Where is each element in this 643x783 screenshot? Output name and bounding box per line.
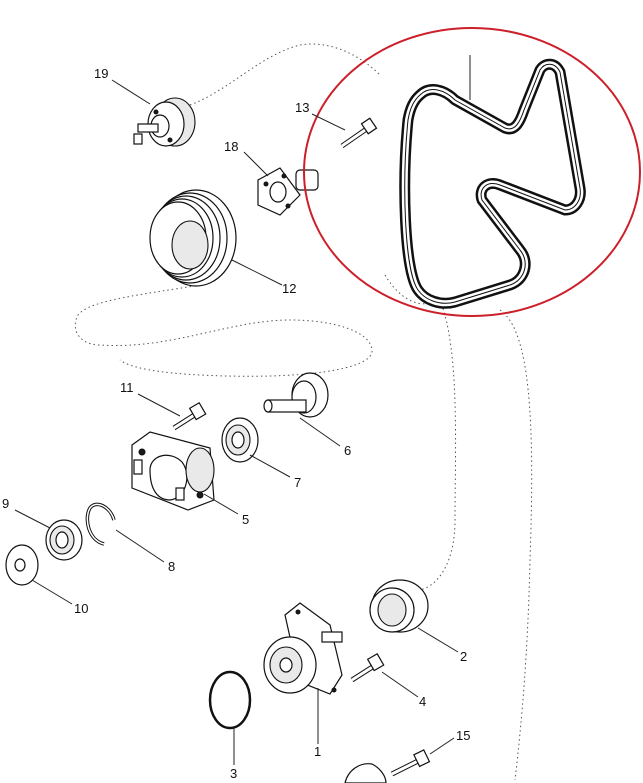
callout-7: 7 <box>294 475 301 490</box>
leader-lines <box>14 79 459 765</box>
callout-19: 19 <box>94 66 108 81</box>
callout-3: 3 <box>230 766 237 781</box>
part-6-shaft <box>263 372 329 418</box>
callout-18: 18 <box>224 139 238 154</box>
part-8-snap-ring <box>85 502 116 546</box>
part-7-bearing <box>221 417 259 463</box>
callout-6: 6 <box>344 443 351 458</box>
callout-2: 2 <box>460 649 467 664</box>
part-18-hub <box>257 167 319 216</box>
part-3-o-ring <box>208 670 252 730</box>
part-10-washer <box>5 544 39 586</box>
callout-13: 13 <box>295 100 309 115</box>
callout-12: 12 <box>282 281 296 296</box>
part-4-bolt <box>350 652 385 683</box>
part-15-bolt <box>390 749 431 777</box>
part-11-bolt <box>172 401 207 431</box>
callout-4: 4 <box>419 694 426 709</box>
callout-9: 9 <box>2 496 9 511</box>
callout-15: 15 <box>456 728 470 743</box>
part-19-idler-pulley <box>133 97 196 147</box>
part-1-water-pump <box>263 602 343 695</box>
callout-1: 1 <box>314 744 321 759</box>
part-9-bearing <box>45 519 83 561</box>
highlight-circle <box>303 27 641 317</box>
part-12-grooved-pulley <box>149 189 237 287</box>
part-13-bolt <box>340 117 378 149</box>
part-2-idler-pulley <box>369 579 429 633</box>
serpentine-belt <box>399 55 586 309</box>
belt-routing-paths <box>74 43 533 781</box>
callout-5: 5 <box>242 512 249 527</box>
lower-bracket-partial <box>344 763 387 783</box>
callout-11: 11 <box>120 380 134 395</box>
callout-8: 8 <box>168 559 175 574</box>
callout-10: 10 <box>74 601 88 616</box>
callout-labels: 19 13 18 12 11 6 7 5 9 8 10 2 4 1 3 15 <box>2 66 470 781</box>
part-5-bracket <box>131 431 215 511</box>
